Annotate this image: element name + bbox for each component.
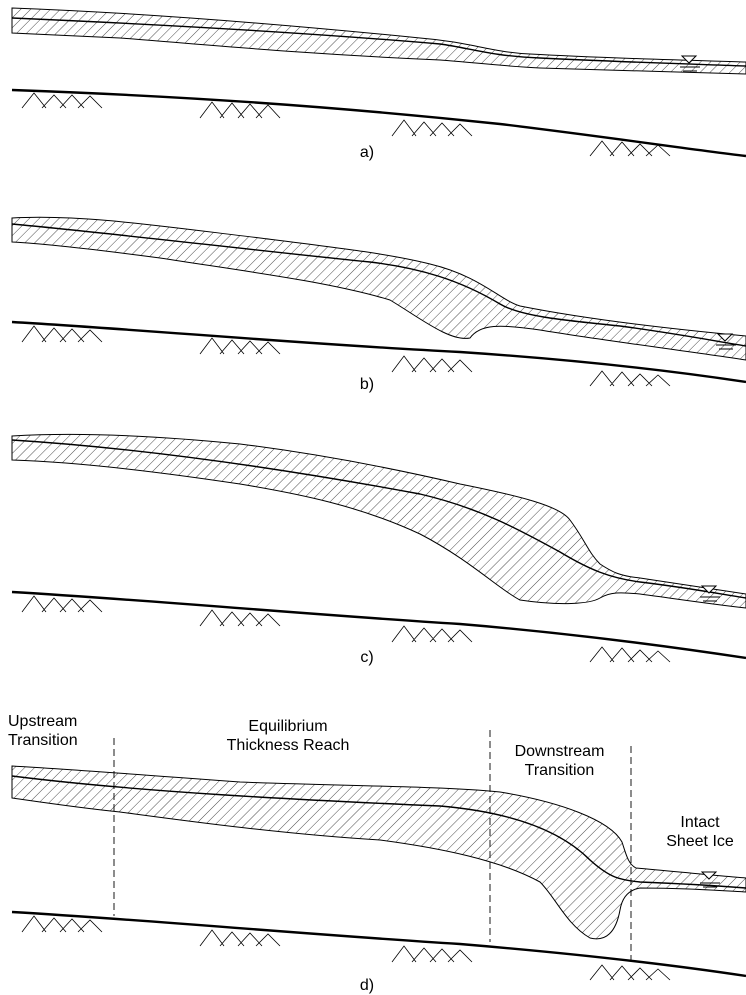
water-level-icon [700, 871, 720, 888]
ground-symbol [21, 92, 671, 157]
panel-label: a) [360, 144, 374, 161]
ice-accumulation [11, 7, 746, 75]
ice-accumulation [11, 216, 746, 361]
ground-symbol [21, 325, 671, 387]
water-surface-line [11, 17, 746, 67]
riverbed-line [11, 910, 746, 978]
panel-a: a) [11, 7, 746, 161]
ground-symbol [21, 915, 671, 981]
zone-label-downstream: Downstream Transition [514, 743, 605, 779]
panel-label: b) [360, 376, 374, 393]
zone-label-upstream: Upstream Transition [8, 713, 78, 749]
zone-label-intact: Intact Sheet Ice [666, 814, 734, 850]
panel-d: d) [11, 730, 746, 994]
riverbed-line [11, 320, 746, 384]
zone-dividers [113, 730, 632, 962]
riverbed-line [11, 590, 746, 660]
water-level-icon [680, 55, 700, 72]
ice-accumulation [11, 765, 746, 940]
panel-label: c) [360, 649, 373, 666]
zone-label-equilibrium: Equilibrium Thickness Reach [226, 718, 350, 754]
panel-c: c) [11, 433, 746, 666]
panel-b: b) [11, 216, 746, 393]
water-level-icon [716, 333, 736, 350]
water-level-icon [700, 585, 720, 602]
panel-label: d) [360, 977, 374, 994]
riverbed-line [11, 88, 746, 158]
ground-symbol [21, 595, 671, 663]
water-surface-line [11, 439, 746, 599]
water-surface-line [11, 775, 746, 889]
water-surface-line [11, 223, 746, 347]
